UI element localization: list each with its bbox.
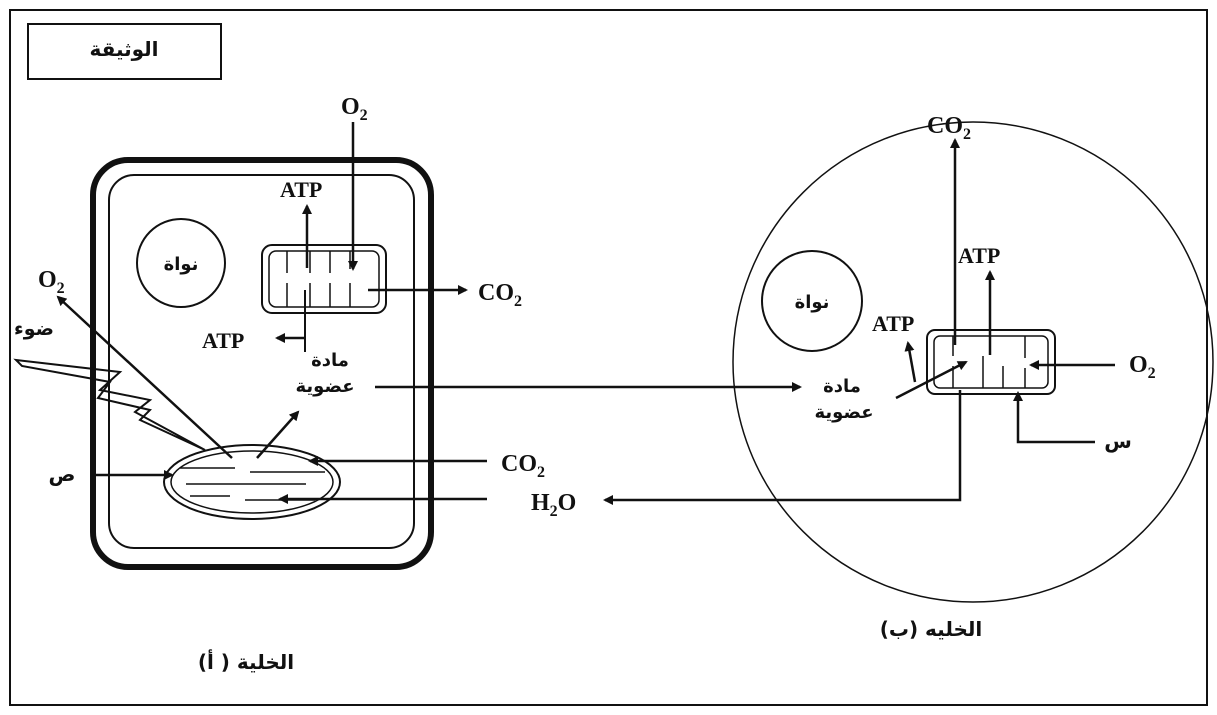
cell-a-caption: الخلية ( أ) [198, 648, 294, 674]
cell-a-y-label: ص [49, 462, 76, 486]
cell-b-nucleus [761, 250, 863, 352]
cell-a-light-label: ضوء [14, 318, 54, 340]
arrow-b-atp-left [904, 341, 917, 383]
arrow-a-chloro-to-organic [256, 410, 300, 459]
cell-b-o2-right: O2 [1129, 352, 1156, 382]
cell-a-organic-line2: عضوية [296, 376, 355, 397]
arrow-b-organic-in [895, 360, 968, 400]
cell-b-x-label: س [1104, 429, 1132, 453]
cell-a-atp-top: ATP [280, 177, 322, 202]
cell-a: نواة ضوء O2 ATP CO2 ATP O2 [13, 94, 576, 674]
arrow-a-o2-out [56, 295, 233, 459]
cell-a-chloroplast [163, 444, 341, 520]
arrow-b-x-in [1013, 391, 1095, 444]
cell-a-nucleus-label: نواة [164, 254, 199, 275]
cell-b-caption: الخليه (ب) [880, 617, 983, 641]
cell-b-atp-left: ATP [872, 311, 914, 336]
cell-a-wall [90, 157, 434, 570]
cell-a-mitochondrion [261, 244, 387, 314]
document-label-box [27, 23, 222, 80]
cell-a-nucleus [136, 218, 226, 308]
arrow-b-h2o-out [603, 390, 962, 505]
cell-b-membrane [732, 121, 1214, 603]
cell-a-o2-top: O2 [341, 94, 368, 124]
cell-b: نواة CO2 ATP ATP O2 مادة عضوية س الخليه … [732, 113, 1214, 641]
cell-a-organic-line1: مادة [311, 350, 349, 371]
cell-b-organic-line1: مادة [823, 376, 861, 397]
cell-b-atp-top: ATP [958, 243, 1000, 268]
document-frame [9, 9, 1208, 706]
cell-b-nucleus-label: نواة [795, 292, 830, 313]
document-label: الوثيقة [89, 37, 158, 61]
cell-a-co2-right: CO2 [478, 280, 522, 310]
cell-a-h2o: H2O [531, 490, 576, 520]
cell-b-organic-line2: عضوية [815, 402, 874, 423]
cell-b-co2-top: CO2 [927, 113, 971, 143]
cell-a-o2-left: O2 [38, 267, 65, 297]
cell-a-co2-in: CO2 [501, 451, 545, 481]
light-bolt-icon [13, 358, 206, 451]
cell-a-membrane [108, 174, 415, 549]
cell-a-atp-left: ATP [202, 328, 244, 353]
